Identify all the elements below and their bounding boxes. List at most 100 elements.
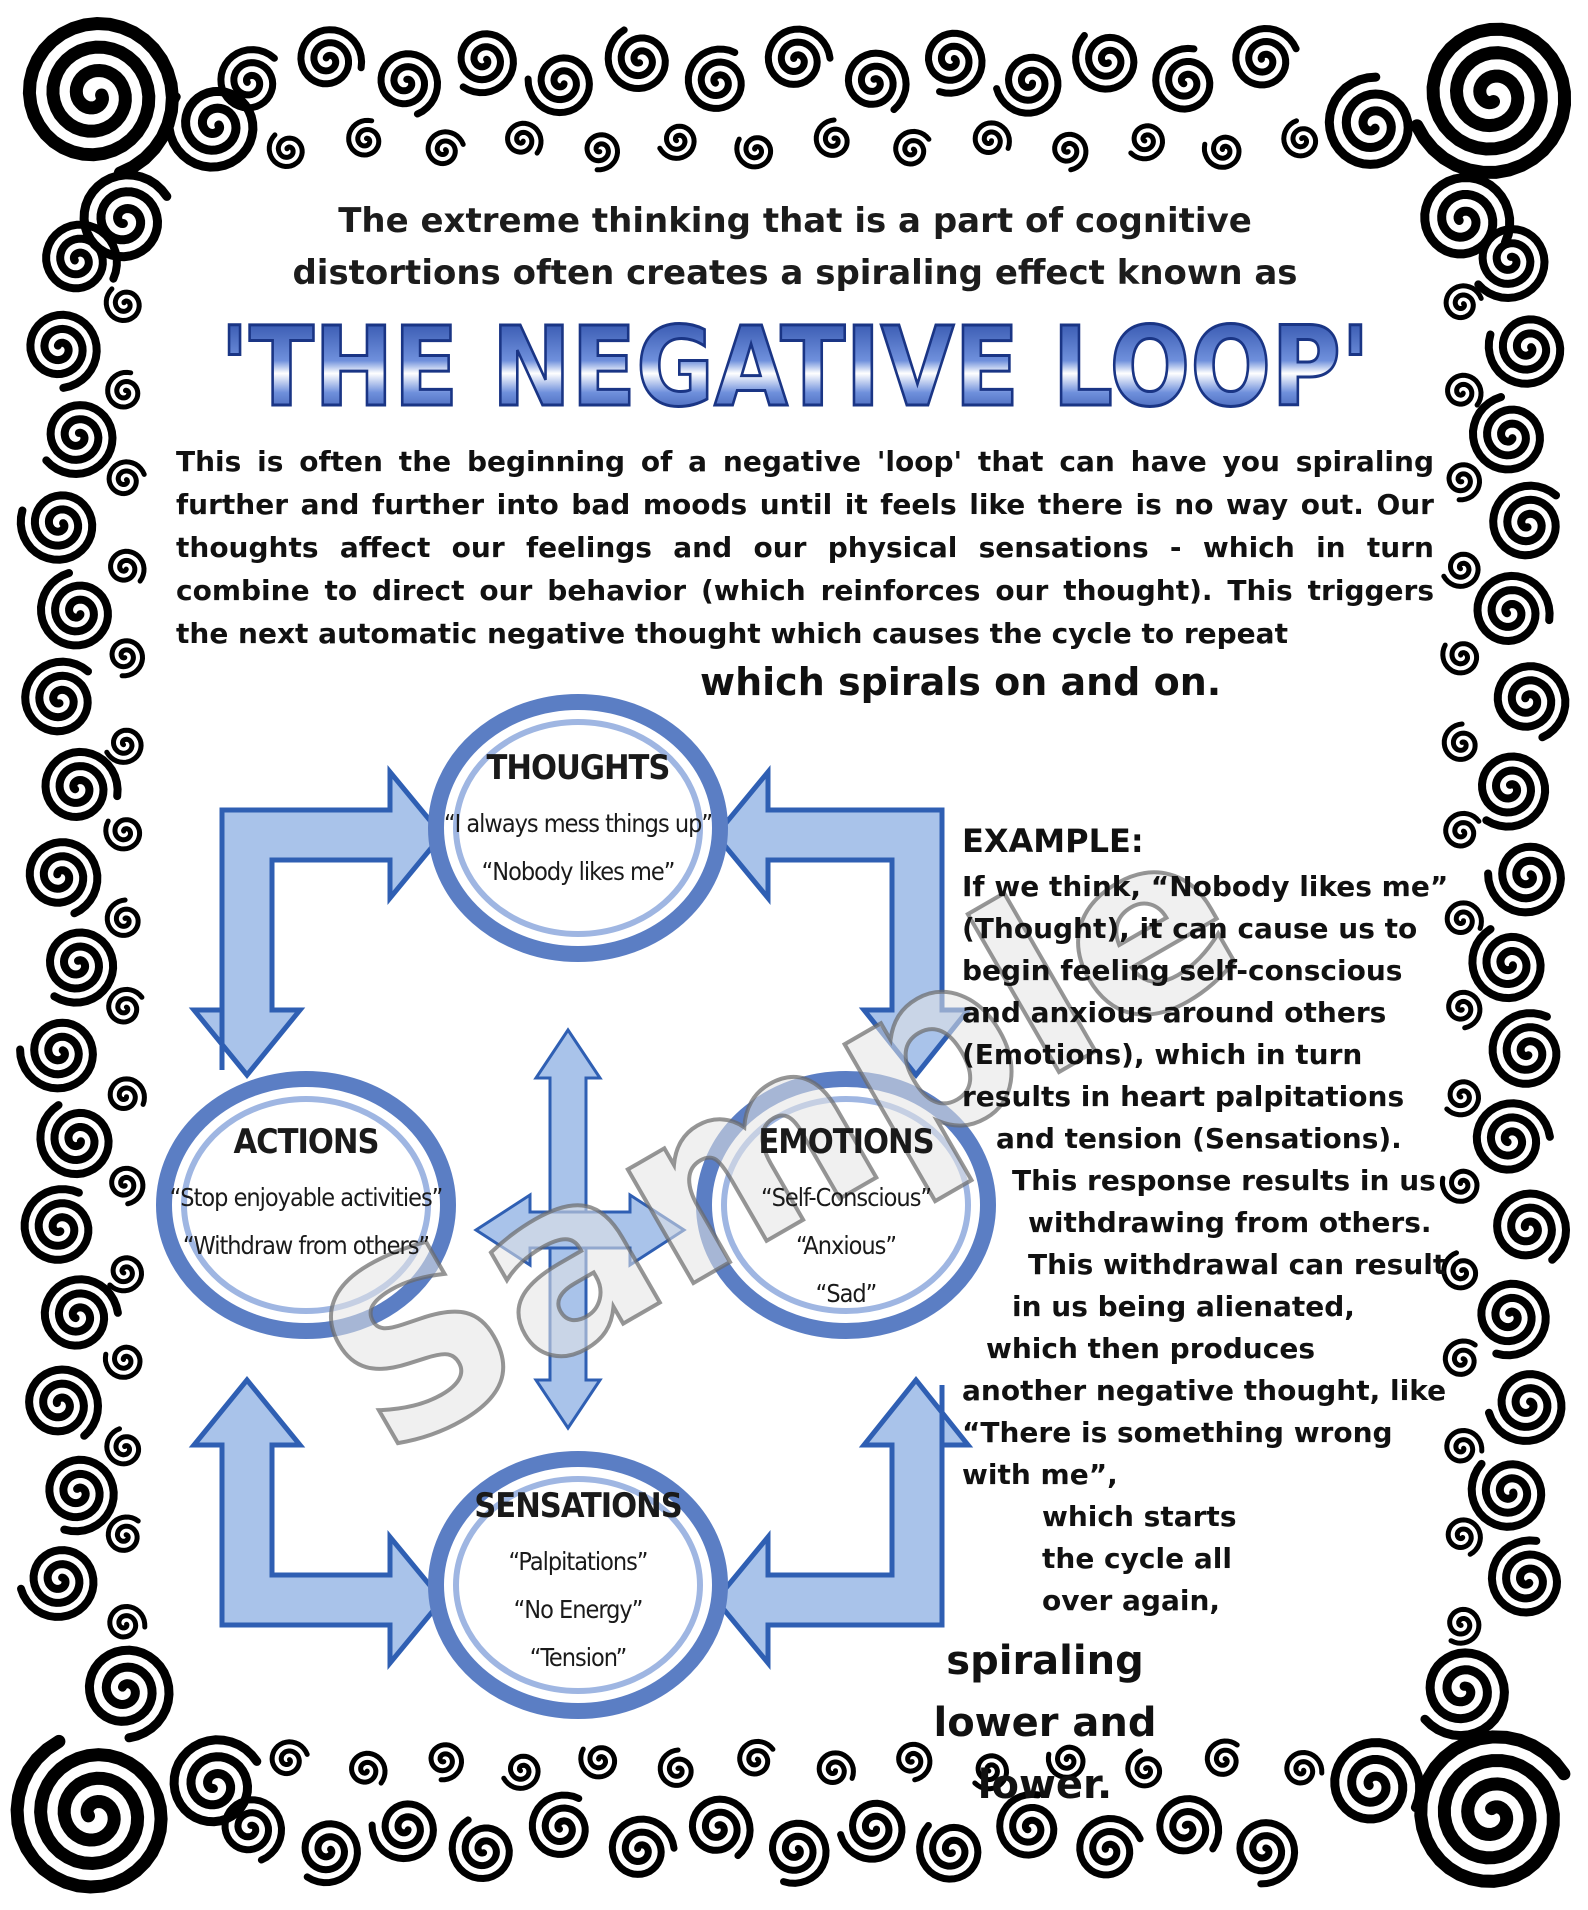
example-block: EXAMPLE: If we think, “Nobody likes me” …	[962, 820, 1448, 1622]
swirl-icon	[844, 49, 910, 114]
swirl-icon	[688, 1795, 754, 1860]
intro-line-1: The extreme thinking that is a part of c…	[338, 201, 1252, 241]
swirl-icon	[17, 1546, 98, 1621]
node-thoughts: THOUGHTS “I always mess things up” “Nobo…	[408, 748, 748, 896]
swirl-icon	[1484, 842, 1565, 917]
swirl-icon	[1493, 662, 1570, 742]
swirl-icon	[425, 129, 466, 167]
swirl-icon	[346, 117, 382, 158]
example-line: (Emotions), which in turn	[962, 1038, 1363, 1071]
node-actions: ACTIONS “Stop enjoyable activities” “Wit…	[136, 1122, 476, 1270]
swirl-icon	[104, 727, 144, 765]
swirl-icon	[40, 1275, 122, 1350]
swirl-icon	[448, 1816, 513, 1883]
swirl-icon	[1236, 1819, 1299, 1888]
swirl-icon	[457, 30, 517, 97]
swirl-icon	[1125, 1748, 1163, 1789]
swirl-icon	[1446, 989, 1483, 1031]
swirl-icon	[1477, 1279, 1550, 1360]
swirl-icon	[893, 128, 932, 167]
swirl-icon	[1442, 1338, 1478, 1377]
swirl-icon	[528, 1791, 589, 1858]
swirl-icon	[657, 1747, 694, 1788]
swirl-icon	[1468, 925, 1545, 1003]
example-heading: EXAMPLE:	[962, 822, 1144, 860]
swirl-icon	[1232, 24, 1300, 89]
swirl-icon	[657, 123, 697, 161]
example-line: results in heart palpitations	[962, 1080, 1405, 1113]
swirl-icon	[45, 1455, 118, 1536]
swirl-icon	[584, 132, 621, 173]
swirl-icon	[105, 369, 141, 410]
swirl-icon	[972, 120, 1012, 156]
swirl-icon	[1281, 118, 1319, 159]
swirl-icon	[25, 1365, 103, 1440]
swirl-icon	[108, 548, 147, 584]
node-emotions-line-3: “Sad”	[815, 1279, 878, 1308]
swirl-icon	[1473, 571, 1554, 646]
swirl-icon	[107, 1255, 145, 1294]
node-emotions-title: EMOTIONS	[758, 1122, 934, 1162]
swirl-icon	[1439, 1168, 1480, 1204]
swirl-icon	[1444, 1427, 1485, 1464]
node-emotions: EMOTIONS “Self-Conscious” “Anxious” “Sad…	[676, 1122, 1016, 1318]
swirl-icon	[768, 1819, 830, 1887]
loop-arrow	[188, 765, 446, 1079]
swirl-icon	[1330, 1738, 1425, 1824]
swirl-icon	[1284, 1749, 1325, 1786]
swirl-icon	[107, 1076, 147, 1112]
swirl-icon	[816, 1750, 856, 1786]
swirl-icon	[368, 1800, 437, 1863]
swirl-icon	[1441, 721, 1478, 762]
swirl-icon	[21, 657, 92, 736]
swirl-icon	[36, 569, 112, 650]
swirl-icon	[1414, 1730, 1571, 1888]
swirl-icon	[1201, 134, 1242, 170]
swirl-icon	[41, 747, 122, 822]
swirl-icon	[737, 1738, 776, 1777]
swirl-icon	[1468, 393, 1544, 474]
loop-arrow	[712, 765, 974, 1080]
title-text: 'THE NEGATIVE LOOP'	[220, 303, 1370, 430]
node-emotions-line-2: “Anxious”	[796, 1231, 897, 1260]
swirl-icon	[972, 1753, 1010, 1792]
swirl-icon	[837, 1799, 906, 1863]
swirl-icon	[1052, 131, 1089, 173]
intro-text: The extreme thinking that is a part of c…	[250, 195, 1340, 299]
swirl-icon	[109, 1165, 146, 1207]
node-actions-title: ACTIONS	[233, 1122, 380, 1162]
example-line: with me”,	[962, 1458, 1118, 1491]
swirl-icon	[105, 1514, 141, 1553]
swirl-icon	[20, 1185, 93, 1264]
swirl-icon	[1420, 1648, 1509, 1741]
swirl-icon	[1467, 1459, 1546, 1531]
swirl-icon	[734, 135, 774, 170]
node-sensations-line-2: “No Energy”	[513, 1595, 644, 1624]
swirl-icon	[996, 1790, 1058, 1859]
node-thoughts-line-1: “I always mess things up”	[443, 809, 713, 838]
example-line: This withdrawal can result	[1028, 1248, 1447, 1281]
swirl-icon	[377, 50, 442, 118]
swirl-icon	[106, 986, 145, 1025]
swirl-icon	[896, 1741, 933, 1783]
swirl-icon	[36, 1101, 113, 1179]
swirl-icon	[604, 26, 669, 93]
swirl-icon	[22, 16, 179, 180]
swirl-icon	[349, 1750, 388, 1786]
swirl-icon	[103, 286, 142, 324]
swirl-icon	[1477, 752, 1550, 831]
swirl-icon	[42, 220, 121, 293]
swirl-icon	[103, 817, 143, 852]
example-line: over again,	[1042, 1584, 1221, 1617]
swirl-icon	[993, 53, 1062, 117]
node-actions-inner-ring	[181, 1096, 431, 1314]
swirl-icon	[25, 838, 102, 918]
swirl-icon	[104, 897, 141, 938]
swirl-icon	[1474, 225, 1549, 303]
swirl-icon	[42, 401, 117, 479]
ending-line-3: lower.	[977, 1762, 1113, 1808]
swirl-icon	[1072, 32, 1138, 93]
swirl-icon	[1156, 1795, 1223, 1855]
swirl-icon	[924, 29, 986, 97]
